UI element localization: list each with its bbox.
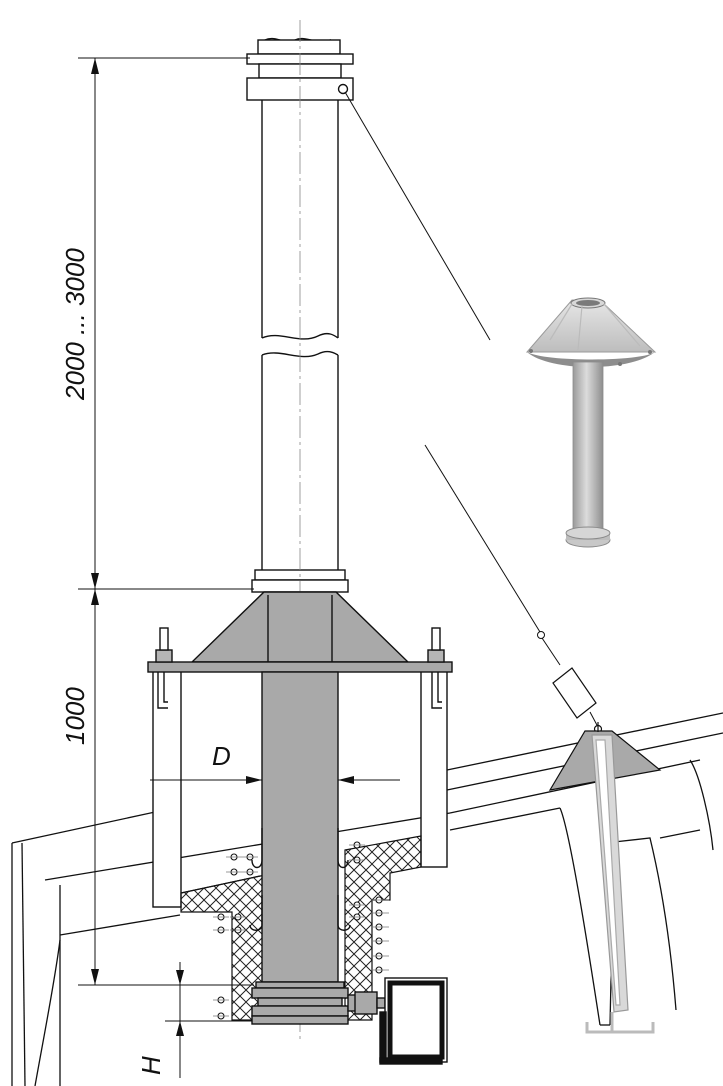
fastener-centerlines	[213, 844, 389, 1017]
leader-lines	[344, 91, 599, 728]
lower-pipe	[251, 671, 349, 1025]
dimension-insertion-label: H	[136, 1056, 166, 1075]
dimension-lower-height-label: 1000	[60, 687, 90, 745]
roof-inset-section	[548, 722, 662, 1013]
dimension-upper-height-label: 2000 ... 3000	[60, 248, 90, 401]
roof-inset-base	[585, 1012, 655, 1034]
dimension-diameter-label: D	[212, 741, 231, 771]
leader-point-top	[537, 631, 545, 639]
roof-sleeve	[152, 666, 448, 908]
dimension-arrows	[91, 58, 354, 1036]
dimension-lines	[78, 57, 400, 1078]
base-cone	[147, 591, 453, 709]
product-render	[525, 297, 657, 548]
pipe-clips	[249, 828, 351, 931]
hanging-sensor	[552, 667, 603, 734]
fan-motor	[347, 977, 448, 1065]
